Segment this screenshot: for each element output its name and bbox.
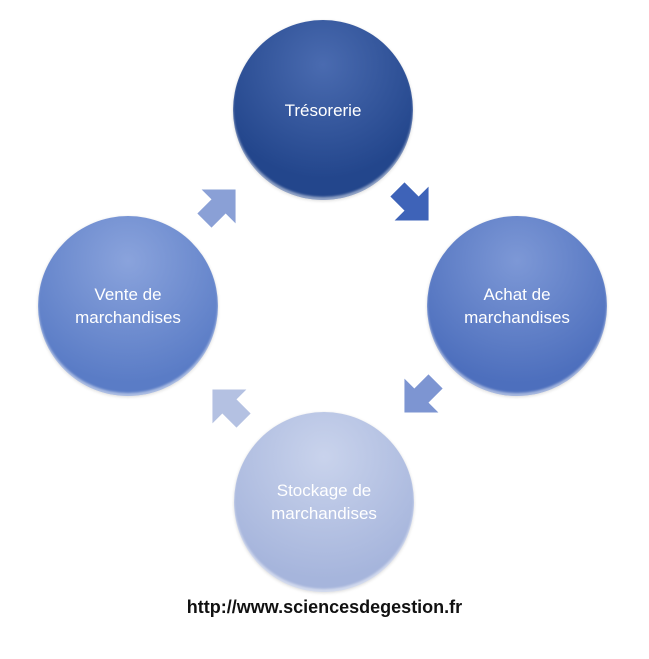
node-label: marchandises [271,504,377,523]
node-label: marchandises [75,308,181,327]
arrow-ne-icon [197,189,236,228]
arrow-se-icon [390,182,429,221]
node-achat-marchandises: Achat de marchandises [427,216,607,396]
node-tresorerie: Trésorerie [233,20,413,200]
node-label: Trésorerie [284,100,362,120]
arrow-sw-icon [404,374,443,413]
node-label: marchandises [464,308,570,327]
node-stockage-marchandises: Stockage de marchandises [234,412,414,592]
node-label: Stockage de [276,481,372,500]
node-label: Vente de [94,285,162,304]
source-url[interactable]: http://www.sciencesdegestion.fr [186,597,463,617]
node-vente-marchandises: Vente de marchandises [38,216,218,396]
arrow-nw-icon [212,389,251,428]
node-label: Achat de [483,285,551,304]
